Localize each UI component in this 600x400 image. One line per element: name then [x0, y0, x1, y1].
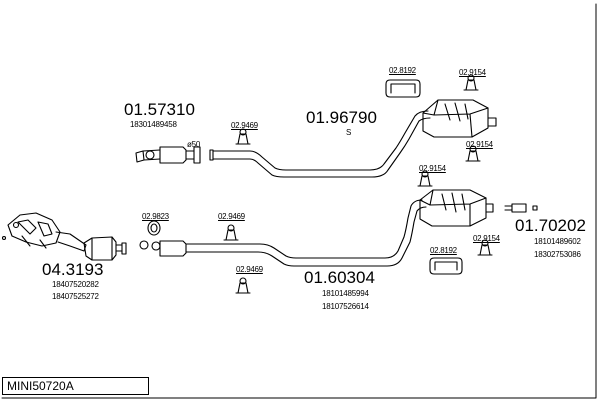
- clamp-02-9823: [147, 220, 161, 236]
- part-ref-p1-0: 18301489458: [130, 120, 177, 129]
- hardware-code-h2: 02.9154: [459, 68, 486, 77]
- tail-pipe: [504, 203, 538, 213]
- part-ref-p3-1: 18407525272: [52, 292, 99, 301]
- hanger-02-9469-lower-bottom: [235, 277, 251, 294]
- part-ref-p4-0: 18101485994: [322, 289, 369, 298]
- rear-silencer-upper: [422, 99, 497, 138]
- dimension-label: ø50: [187, 140, 201, 149]
- hanger-02-9154-lower-top: [417, 170, 433, 187]
- hanger-02-9154-lower-right: [477, 239, 493, 256]
- hardware-code-h6: 02.9823: [142, 212, 169, 221]
- hardware-code-h8: 02.9469: [236, 265, 263, 274]
- diagram-code: MINI50720A: [7, 379, 74, 393]
- hanger-02-9469-upper: [235, 128, 251, 145]
- hanger-02-9469-lower-top: [223, 224, 239, 241]
- part-note-p2: S: [346, 128, 352, 137]
- part-ref-p3-0: 18407520282: [52, 280, 99, 289]
- hardware-code-h7: 02.9469: [218, 212, 245, 221]
- front-pipe-lower: [139, 240, 201, 257]
- hardware-code-h1: 02.8192: [389, 66, 416, 75]
- catalyst: [83, 236, 127, 261]
- hardware-code-h5: 02.9154: [419, 164, 446, 173]
- part-number-p3: 04.3193: [42, 260, 104, 279]
- hanger-02-9154-upper-b: [465, 145, 481, 162]
- part-number-p5: 01.70202: [515, 216, 586, 235]
- hardware-code-h9: 02.8192: [430, 246, 457, 255]
- rear-silencer-lower: [419, 189, 494, 227]
- part-ref-p4-1: 18107526614: [322, 302, 369, 311]
- part-ref-p5-0: 18101489602: [534, 237, 581, 246]
- hanger-02-8192-lower: [429, 257, 463, 275]
- hanger-02-8192-upper: [385, 79, 421, 98]
- part-number-p1: 01.57310: [124, 100, 195, 119]
- hanger-02-9154-upper-a: [463, 74, 479, 91]
- front-pipe-upper: [135, 146, 201, 164]
- hardware-code-h4: 02.9154: [466, 140, 493, 149]
- manifold: [1, 212, 87, 252]
- diagram-code-box: MINI50720A: [2, 377, 149, 395]
- middle-pipe-lower: [199, 199, 427, 267]
- hardware-code-h3: 02.9469: [231, 121, 258, 130]
- part-number-p2: 01.96790: [306, 108, 377, 127]
- part-ref-p5-1: 18302753086: [534, 250, 581, 259]
- hardware-code-h10: 02.9154: [473, 234, 500, 243]
- middle-pipe-upper: [209, 110, 431, 178]
- part-number-p4: 01.60304: [304, 268, 375, 287]
